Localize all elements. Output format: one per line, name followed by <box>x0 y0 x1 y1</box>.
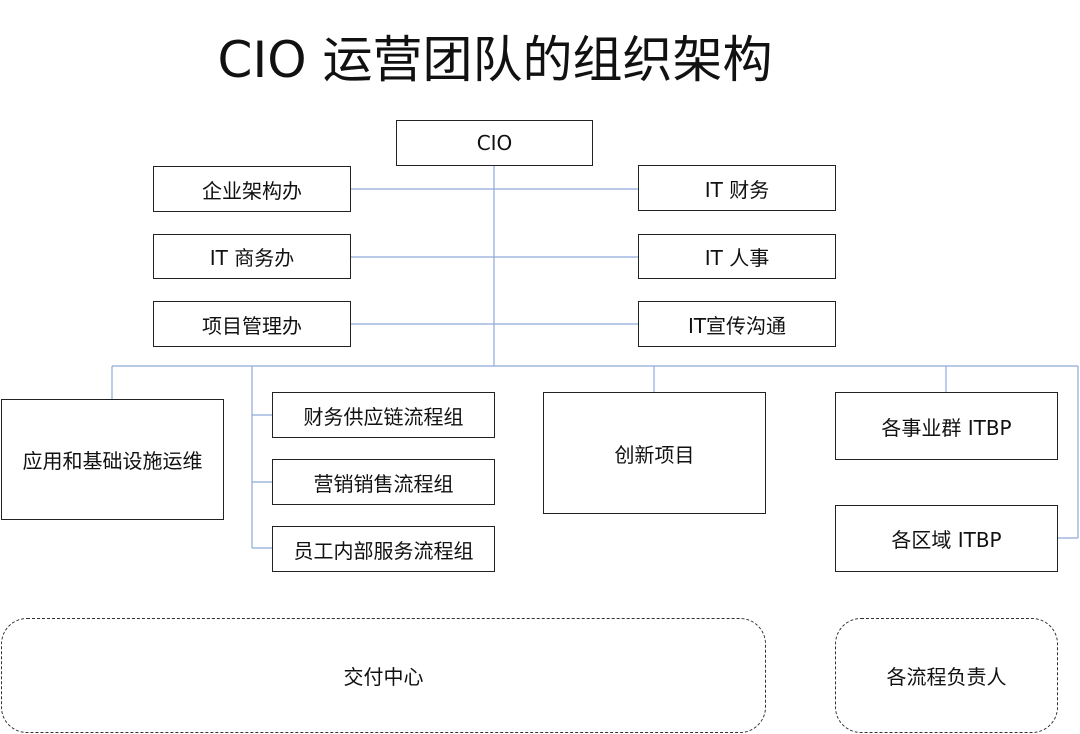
app-infra-ops-node: 应用和基础设施运维 <box>1 399 224 520</box>
finance-supply-chain-node: 财务供应链流程组 <box>272 392 495 438</box>
marketing-sales-node: 营销销售流程组 <box>272 459 495 505</box>
region-itbp-node: 各区域 ITBP <box>835 505 1058 572</box>
it-business-node: IT 商务办 <box>153 234 351 279</box>
employee-services-node: 员工内部服务流程组 <box>272 526 495 572</box>
it-finance-node: IT 财务 <box>638 165 836 211</box>
it-comms-node: IT宣传沟通 <box>638 301 836 347</box>
process-owners-group: 各流程负责人 <box>835 618 1058 733</box>
innovation-node: 创新项目 <box>543 392 766 514</box>
it-hr-node: IT 人事 <box>638 234 836 279</box>
cio-node: CIO <box>396 120 593 166</box>
delivery-center-group: 交付中心 <box>1 618 766 733</box>
pmo-node: 项目管理办 <box>153 301 351 347</box>
diagram-title: CIO 运营团队的组织架构 <box>217 31 773 89</box>
bg-itbp-node: 各事业群 ITBP <box>835 392 1058 460</box>
enterprise-architecture-node: 企业架构办 <box>153 166 351 212</box>
